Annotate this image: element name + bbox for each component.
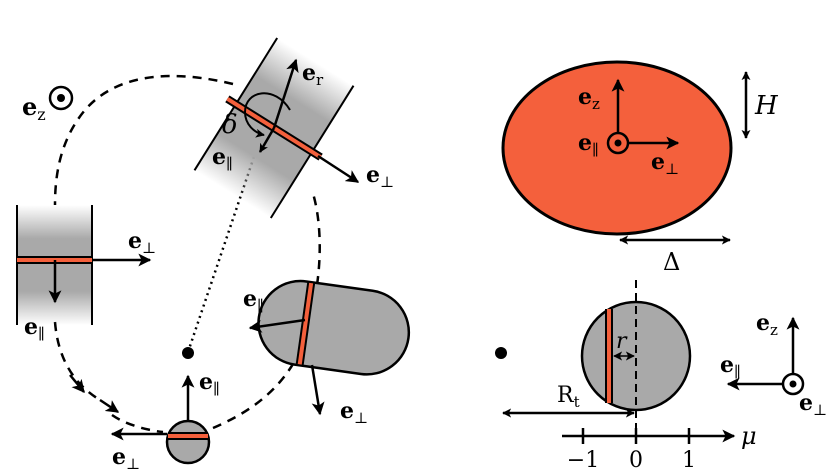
label-r: r (616, 329, 628, 354)
small-disk (165, 419, 211, 465)
label-epar-left: e∥ (24, 314, 45, 343)
label-eperp-left: e⊥ (128, 228, 156, 257)
eperp-capsule-arrow (310, 364, 325, 416)
orbit-path (53, 74, 321, 434)
label-ez-corner: ez (22, 92, 46, 124)
label-eperp-small: e⊥ (112, 444, 140, 471)
label-Delta: Δ (663, 248, 680, 276)
tick-label-0: 0 (629, 448, 643, 471)
label-ez-ellipse: ez (578, 84, 600, 113)
label-epar-capsule: e∥ (243, 286, 264, 315)
label-H: H (754, 91, 779, 121)
delta-angle-arc (243, 92, 291, 138)
label-Rt: Rt (557, 383, 580, 411)
label-epar-ellipse: e∥ (578, 130, 599, 159)
label-er-top: er (302, 60, 324, 89)
center-dot-right (495, 347, 507, 359)
label-eperp-capsule: e⊥ (340, 398, 368, 427)
label-eperp-axes: e⊥ (799, 390, 827, 419)
epar-top-arrow (258, 127, 276, 153)
label-eperp-ellipse: e⊥ (651, 149, 679, 178)
center-dot-left (182, 347, 194, 359)
capsule-body (257, 279, 411, 376)
label-epar-small: e∥ (199, 369, 220, 398)
tick-label-minus1: −1 (567, 448, 599, 471)
tick-label-1: 1 (682, 448, 696, 471)
orbit-arrow-1 (69, 374, 85, 394)
label-eperp-top: e⊥ (366, 162, 394, 191)
ez-out-of-plane-icon (48, 85, 74, 111)
epar-capsule-arrow (248, 318, 306, 333)
label-mu: μ (741, 422, 757, 450)
orbit-arrow-2 (99, 398, 120, 414)
eperp-top-arrow (317, 154, 360, 184)
er-arrow (272, 58, 299, 129)
cross-section-ellipse (501, 60, 733, 236)
label-epar-top: e∥ (212, 144, 233, 173)
cross-section-circle (580, 300, 692, 412)
label-delta: δ (222, 110, 238, 140)
label-ez-axes: ez (756, 310, 778, 339)
label-epar-axes: e∥ (720, 352, 741, 381)
